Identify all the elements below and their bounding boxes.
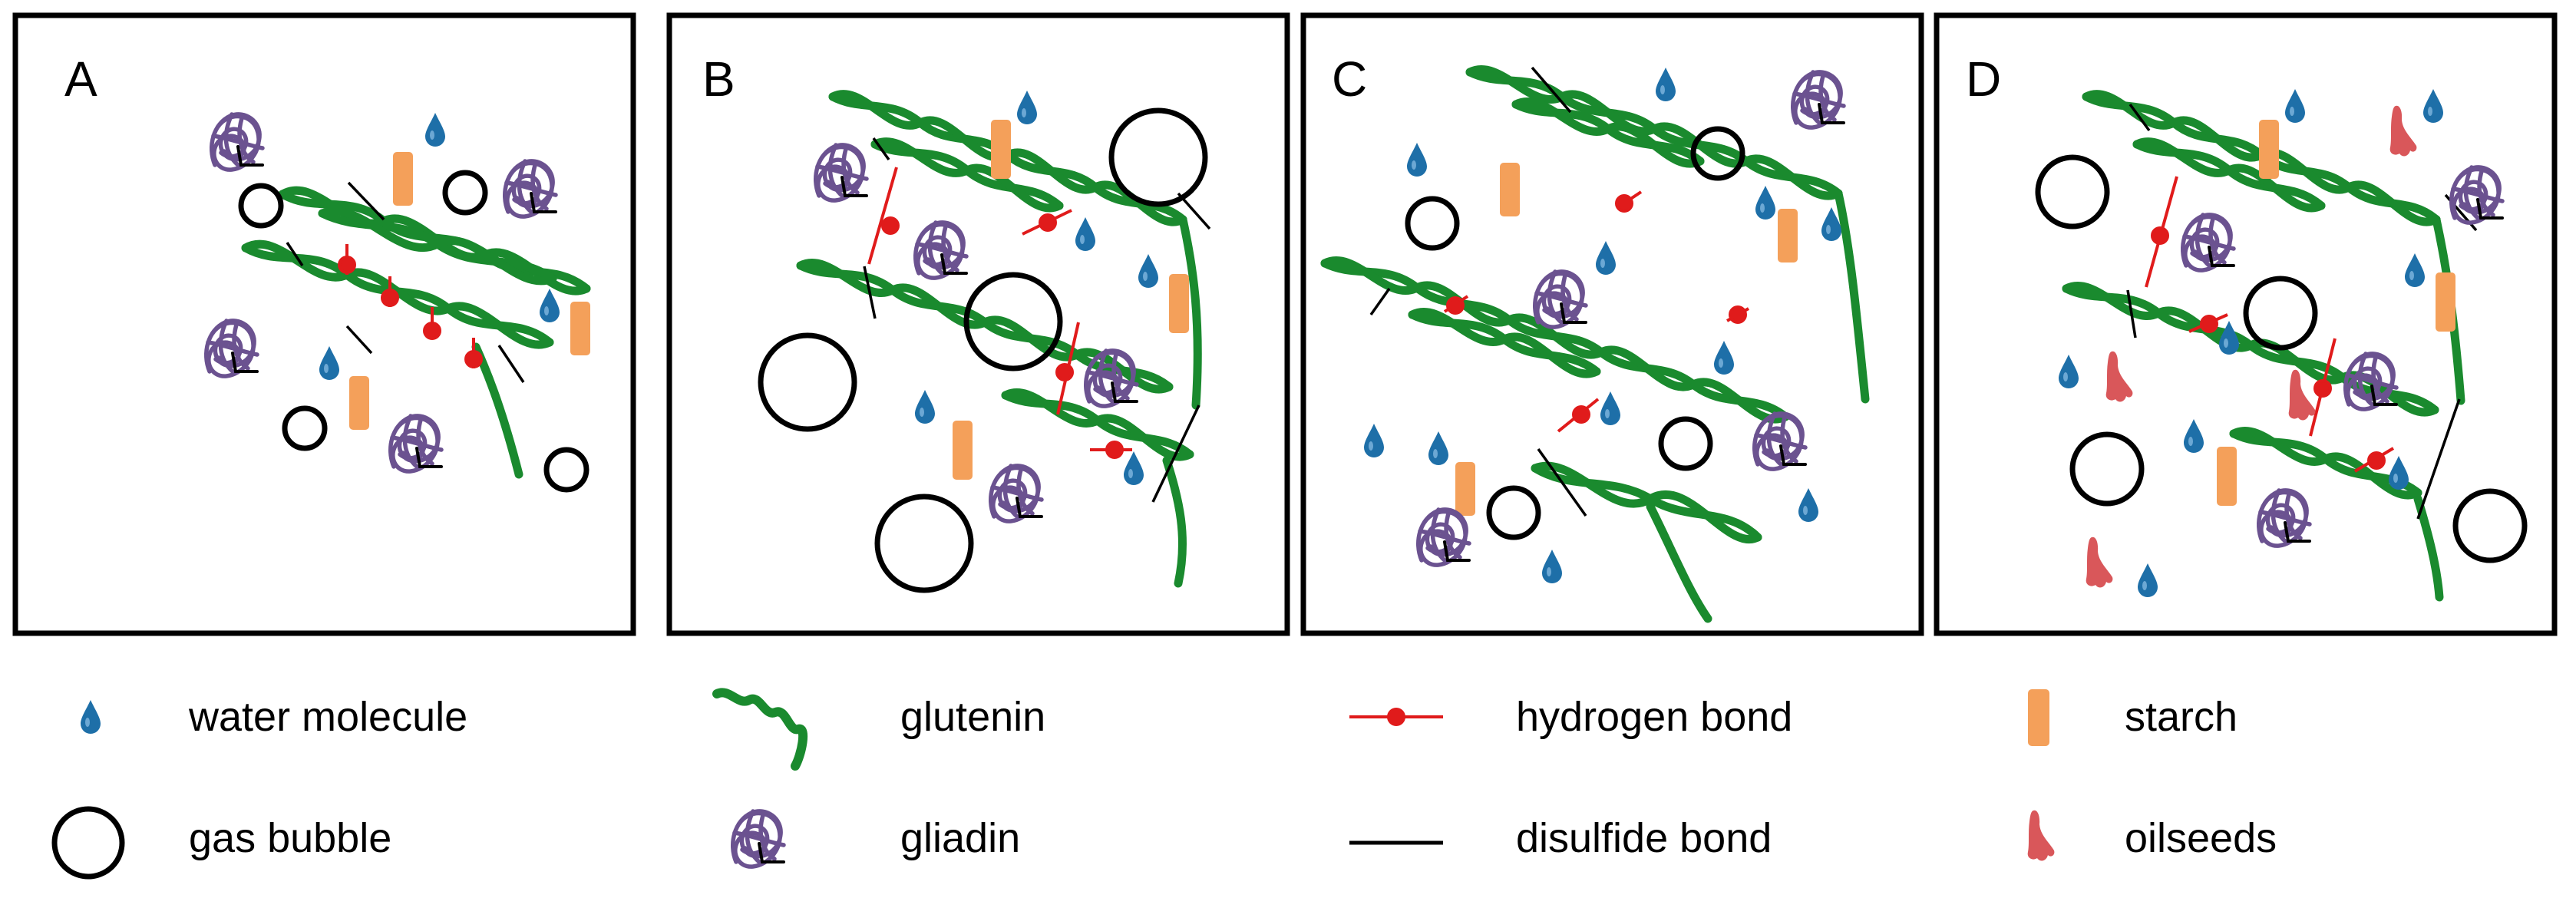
disulfide-bonds bbox=[1369, 66, 1587, 517]
panel-d: D bbox=[1934, 12, 2558, 636]
legend-label-disulfide-bond: disulfide bond bbox=[1516, 815, 1772, 861]
panel-b: B bbox=[666, 12, 1290, 636]
panel-frame bbox=[1300, 12, 1924, 636]
hydrogen-bonds bbox=[2145, 176, 2395, 473]
hydrogen-bonds bbox=[338, 244, 483, 368]
starch-granule-icon bbox=[2028, 689, 2049, 746]
legend-label-glutenin: glutenin bbox=[900, 694, 1045, 740]
glutenin-helix-icon bbox=[712, 688, 808, 771]
gliadin-coil-icon bbox=[733, 811, 784, 867]
water-drop-icon bbox=[81, 700, 101, 734]
starch-granules bbox=[2217, 120, 2455, 506]
gas-bubble-icon bbox=[51, 806, 125, 880]
legend-label-gliadin: gliadin bbox=[900, 815, 1020, 861]
starch-granules bbox=[1455, 163, 1798, 516]
legend-item-gliadin: gliadin bbox=[733, 811, 1020, 867]
glutenin-strands bbox=[1320, 65, 1870, 623]
panel-frame bbox=[12, 12, 636, 636]
panel-label: B bbox=[702, 51, 735, 107]
panel-label: C bbox=[1332, 51, 1367, 107]
legend-item-water: water molecule bbox=[81, 694, 467, 740]
disulfide-bonds bbox=[286, 181, 525, 383]
gas-bubbles bbox=[2035, 154, 2528, 563]
legend-label-hydrogen-bond: hydrogen bond bbox=[1516, 694, 1792, 740]
legend-item-gas-bubble: gas bubble bbox=[51, 806, 391, 880]
starch-granules bbox=[349, 152, 590, 430]
legend: water molecule glutenin hydrogen bond st… bbox=[51, 688, 2277, 880]
glutenin-strands bbox=[796, 90, 1202, 588]
legend-label-starch: starch bbox=[2125, 694, 2237, 740]
gas-bubbles bbox=[1405, 126, 1745, 540]
hydrogen-bonds bbox=[867, 167, 1132, 459]
legend-label-water: water molecule bbox=[188, 694, 467, 740]
legend-label-gas-bubble: gas bubble bbox=[189, 815, 391, 861]
panel-c: C bbox=[1300, 12, 1924, 636]
gas-bubbles bbox=[758, 107, 1208, 593]
legend-item-hydrogen-bond: hydrogen bond bbox=[1349, 694, 1792, 740]
legend-label-oilseeds: oilseeds bbox=[2125, 815, 2277, 861]
hydrogen-bonds bbox=[1443, 190, 1749, 433]
panel-label: A bbox=[64, 51, 97, 107]
legend-item-oilseeds: oilseeds bbox=[2027, 810, 2277, 861]
panel-label: D bbox=[1966, 51, 2001, 107]
legend-item-disulfide-bond: disulfide bond bbox=[1349, 815, 1772, 861]
hydrogen-bond-icon bbox=[1349, 708, 1443, 726]
gas-bubbles bbox=[238, 170, 590, 493]
legend-item-glutenin: glutenin bbox=[712, 688, 1045, 771]
legend-item-starch: starch bbox=[2028, 689, 2237, 746]
oilseed-icon bbox=[2027, 810, 2055, 861]
panel-a: A bbox=[12, 12, 636, 636]
starch-granules bbox=[953, 120, 1189, 480]
